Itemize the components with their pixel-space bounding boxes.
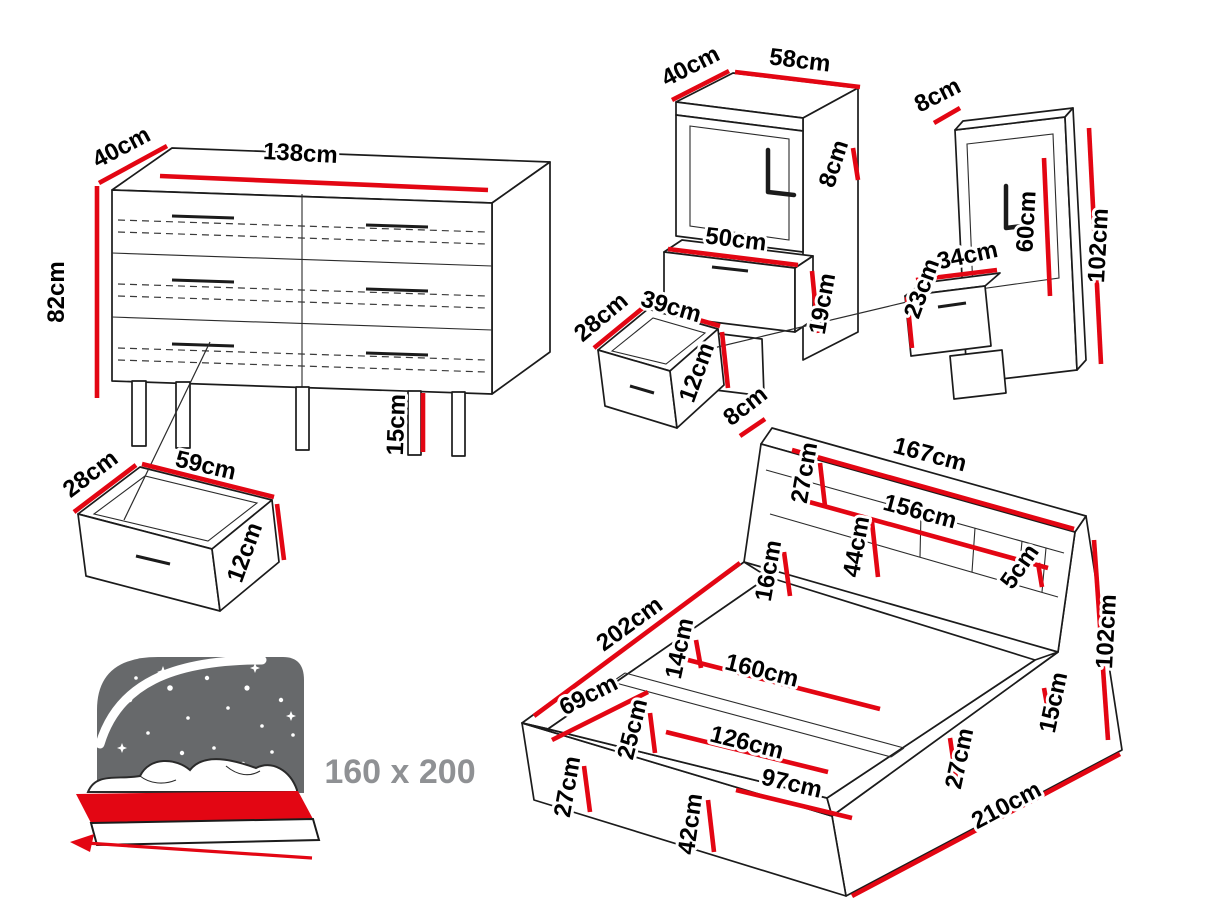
dim-line-bed-front-section xyxy=(550,689,650,743)
dim-line-nd-depth xyxy=(592,305,646,350)
dresser-drawer-handles-right xyxy=(365,223,429,357)
dim-line-nr-height xyxy=(1086,127,1104,365)
icon-base xyxy=(89,817,321,847)
dresser-side-face xyxy=(491,161,551,395)
dim-line-bed-length xyxy=(532,561,742,718)
dim-label-dresser-depth: 40cm xyxy=(88,121,155,174)
dim-label-dresser-height: 82cm xyxy=(43,261,70,322)
pointer-lines xyxy=(123,299,916,521)
dresser-hidden-lines-row3 xyxy=(117,347,487,373)
nr-right-strip xyxy=(1064,107,1087,371)
dim-line-nr-drawer-width xyxy=(915,267,998,283)
dim-line-nl-drawer-height xyxy=(809,270,821,334)
nightstand-left xyxy=(663,72,859,397)
dim-label-bed-hb-height: 102cm xyxy=(1091,594,1122,670)
dim-label-nl-width: 58cm xyxy=(768,43,832,77)
dim-line-bed-shelf-height xyxy=(817,462,828,507)
dim-line-bed-inner-width xyxy=(687,657,881,712)
dim-label-dresser-width: 138cm xyxy=(262,138,338,169)
icon-arrow-head xyxy=(70,834,94,852)
drawer-rim-inner xyxy=(92,475,259,542)
dim-line-bed-shelf-end xyxy=(1035,562,1045,588)
nr-drawer-handle xyxy=(937,301,967,309)
dim-line-bed-storage-length xyxy=(665,729,829,775)
dresser-leg-3 xyxy=(295,386,310,451)
nd-handle xyxy=(629,384,655,395)
dim-label-nr-height: 102cm xyxy=(1083,208,1114,284)
nl-drawer-handle xyxy=(711,265,749,273)
bed-size-icon: 160 x 200 xyxy=(70,655,476,860)
nl-hook xyxy=(765,147,797,198)
nd-side-face xyxy=(669,328,725,429)
dresser-drawer-divider-1 xyxy=(111,252,493,267)
pointer-dresser-drawer xyxy=(123,341,211,521)
dim-line-nl-drawer-width xyxy=(667,246,799,268)
dim-line-drawer-depth xyxy=(72,463,138,514)
icon-stars xyxy=(117,663,296,770)
dim-line-nr-drawer-depth xyxy=(904,296,915,349)
dim-line-bed-base-height xyxy=(1041,687,1054,728)
dim-line-nr-panel xyxy=(932,106,962,125)
dim-line-drawer-width xyxy=(141,461,275,500)
dim-line-nl-width xyxy=(734,69,861,90)
dim-line-bed-corner-height xyxy=(581,765,593,813)
dresser-leg-5 xyxy=(451,391,466,457)
dresser-leg-2 xyxy=(175,381,191,449)
dim-line-bed-hb-thickness xyxy=(738,417,767,438)
icon-headboard xyxy=(97,657,304,793)
drawer-side-face xyxy=(211,499,280,612)
icon-arrow-line xyxy=(85,841,313,860)
drawer-handle xyxy=(135,554,171,566)
dim-line-bed-front-height xyxy=(705,799,717,853)
dim-line-bed-hb-inner xyxy=(869,521,881,578)
nr-stem xyxy=(949,349,1007,400)
nr-niche-inner xyxy=(966,133,1060,291)
dim-line-bed-divider xyxy=(647,712,658,754)
dim-line-bed-inner-depth xyxy=(947,737,960,787)
icon-moon-swoosh xyxy=(95,655,267,749)
dim-label-nr-niche: 60cm xyxy=(1011,190,1041,253)
icon-blanket xyxy=(86,758,298,793)
dim-line-bed-shelf-width xyxy=(801,497,1049,571)
bed-shelf-bottom-line xyxy=(769,513,1059,598)
dim-line-bed-hb-width xyxy=(791,447,1075,532)
dim-line-bed-storage-width xyxy=(735,787,853,821)
nl-drawer-side xyxy=(794,255,814,333)
dresser-drawer-divider-2 xyxy=(111,316,493,331)
dim-line-nl-depth xyxy=(670,68,731,103)
nd-rim-inner xyxy=(610,317,707,365)
dresser-leg-4 xyxy=(407,390,422,456)
dim-line-dresser-depth xyxy=(97,143,169,186)
dresser-hidden-lines-row1 xyxy=(117,219,487,245)
dim-label-dresser-legs: 15cm xyxy=(382,394,411,456)
nl-panel-face xyxy=(675,114,804,253)
nr-hook xyxy=(1003,183,1034,231)
dresser-leg-1 xyxy=(131,380,147,447)
dresser-drawer-handles-left xyxy=(171,214,235,348)
dim-line-nd-height xyxy=(719,331,731,389)
dim-line-drawer-height xyxy=(274,503,287,561)
dim-line-nr-niche xyxy=(1041,157,1053,297)
dimension-lines xyxy=(72,68,1122,899)
nl-niche-inner xyxy=(689,125,790,241)
pointer-nightstand-drawer xyxy=(704,299,916,351)
dim-line-nd-width xyxy=(649,303,721,329)
bed-storage-divider xyxy=(611,672,905,758)
dresser xyxy=(111,147,551,457)
dim-line-bed-frame-edge xyxy=(781,551,793,597)
dim-line-nl-panel xyxy=(850,147,861,181)
icon-mattress xyxy=(76,791,313,823)
dim-line-bed-hb-height xyxy=(1091,539,1111,741)
dresser-drawer xyxy=(77,466,280,612)
dim-line-bed-total-length xyxy=(850,751,1122,899)
nightstand-drawer xyxy=(597,308,725,429)
dresser-hidden-lines-row2 xyxy=(117,283,487,309)
bed-size-label: 160 x 200 xyxy=(324,753,475,791)
dim-line-dresser-width xyxy=(159,173,489,193)
bed-shelf-top-line xyxy=(765,469,1065,554)
icon-blanket-folds xyxy=(139,765,261,784)
